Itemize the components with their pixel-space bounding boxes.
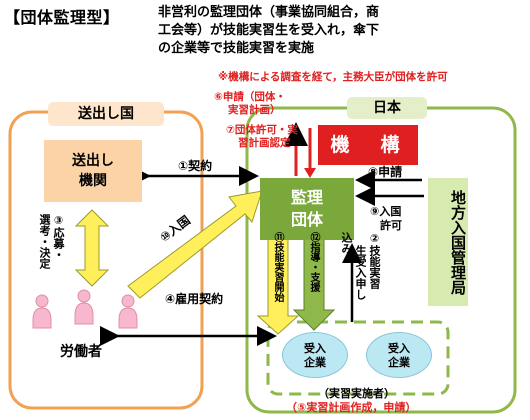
step-2-col-3: 込み — [340, 232, 353, 254]
sending-org-line-2: 機関 — [79, 173, 107, 189]
entry-arrow — [127, 190, 263, 299]
step-11-label: ⑪技能実習開始 — [272, 232, 283, 302]
page-title: 【団体監理型】 — [4, 8, 120, 27]
supervising-organization-box: 監理 団体 — [260, 178, 354, 240]
description-line-1: 非営利の監理団体（事業協同組合，商 — [158, 5, 380, 20]
description: 非営利の監理団体（事業協同組合，商 工会等）が技能実習生を受入れ，傘下 の企業等… — [158, 4, 528, 58]
step-7-line-1: ⑦団体許可・実 — [226, 124, 298, 136]
host-company-1: 受入 企業 — [282, 332, 348, 378]
description-line-2: 工会等）が技能実習生を受入れ，傘下 — [158, 23, 380, 38]
step-2-col-2: 生受入申し — [354, 245, 367, 300]
host-2-line-1: 受入 — [388, 342, 410, 355]
worker-figures — [32, 289, 138, 329]
step-7-line-2: 習計画認定 — [238, 137, 291, 149]
host-1-line-2: 企業 — [304, 356, 326, 369]
sending-organization-box: 送出し 機関 — [44, 140, 142, 202]
guidance-arrow — [292, 225, 336, 331]
description-line-3: の企業等で技能実習を実施 — [158, 41, 315, 56]
host-companies-frame — [266, 320, 450, 396]
step-5-label: （⑤実習計画作成，申請） — [286, 401, 417, 414]
step-7-label: ⑦団体許可・実 習計画認定 — [226, 124, 298, 150]
host-1-line-1: 受入 — [304, 342, 326, 355]
step-4-label: ④雇用契約 — [165, 292, 224, 306]
sending-country-label: 送出し国 — [48, 102, 164, 126]
selection-arrow — [74, 209, 110, 287]
training-implementer-label: （実習実施者） — [318, 387, 395, 400]
japan-label: 日本 — [347, 97, 427, 119]
step-3-col-2: 選考・決定 — [38, 214, 51, 269]
step-9-line-2: 許可 — [380, 219, 402, 232]
permission-note: ※機構による調査を経て，主務大臣が団体を許可 — [218, 71, 448, 83]
step-12-label: ⑫指導・支援 — [308, 232, 319, 292]
host-2-line-2: 企業 — [388, 356, 410, 369]
step-8-label: ⑧申請 — [368, 165, 403, 179]
kikou-box: 機 構 — [318, 125, 418, 165]
supervising-line-1: 監理 — [290, 188, 323, 207]
step-6-label: ⑥申請（団体・ 実習計画） — [214, 91, 286, 117]
workers-label: 労働者 — [60, 344, 102, 360]
step-9-line-1: ⑨入国 — [370, 205, 402, 218]
host-company-2: 受入 企業 — [366, 332, 432, 378]
step-2-col-1: ②技能実習 — [368, 232, 381, 289]
supervising-line-2: 団体 — [290, 210, 323, 229]
training-start-arrow — [256, 225, 300, 335]
sending-org-line-1: 送出し — [72, 153, 114, 169]
step-1-label: ①契約 — [178, 159, 213, 173]
step-6-line-1: ⑥申請（団体・ — [214, 91, 286, 103]
step-3-col-1: ③応募・ — [52, 214, 65, 260]
step-6-line-2: 実習計画） — [228, 104, 281, 116]
step-9-label: ⑨入国 許可 — [370, 205, 402, 233]
immigration-bureau-box: 地方入国管理局 — [428, 178, 468, 306]
